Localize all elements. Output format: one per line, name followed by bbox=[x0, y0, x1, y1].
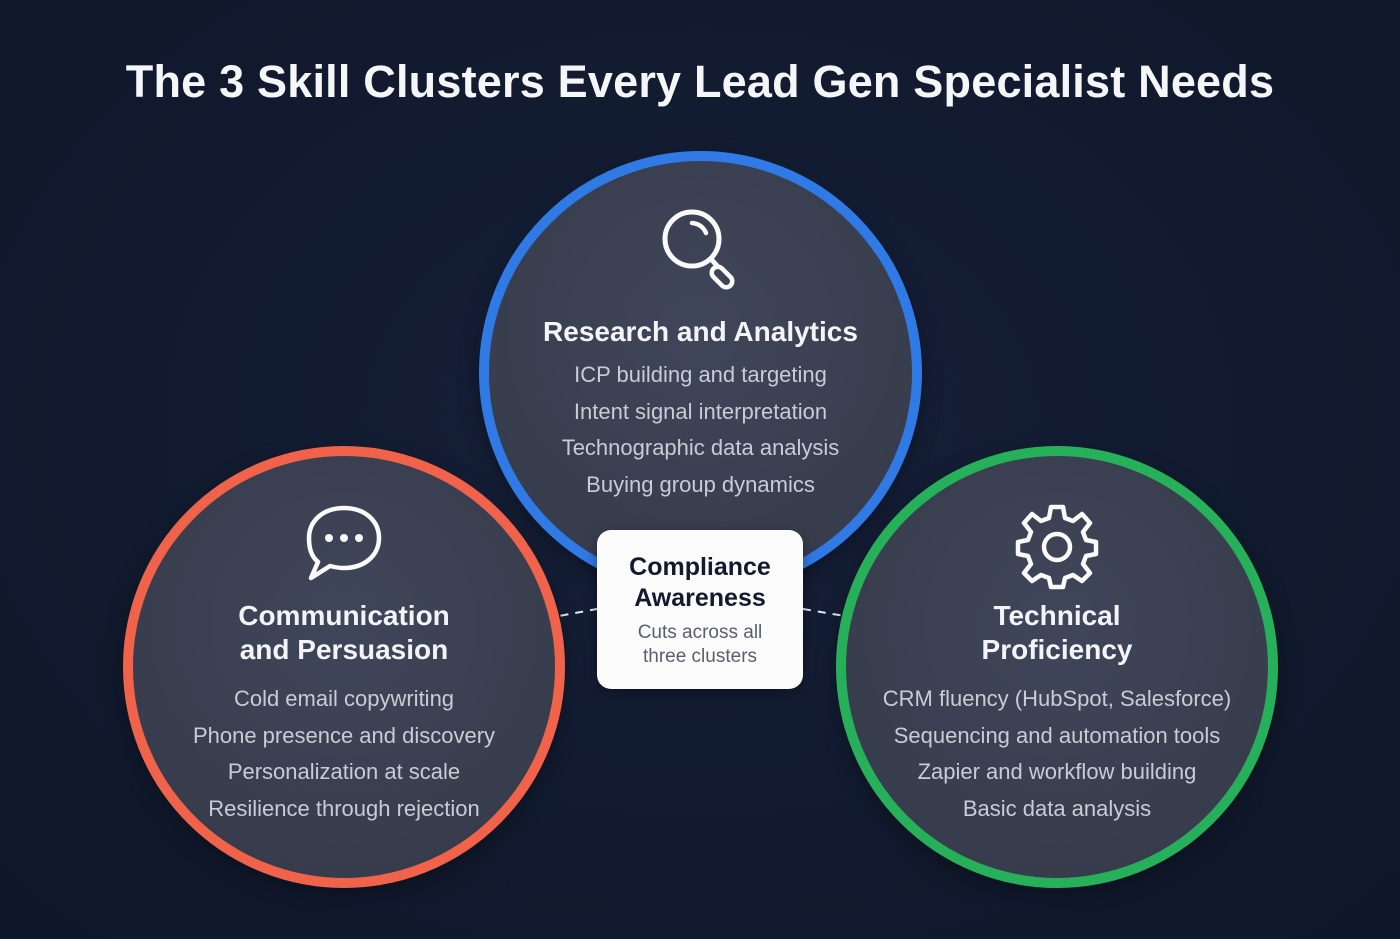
skill-item: Sequencing and automation tools bbox=[893, 722, 1221, 748]
compliance-awareness-card: Compliance Awareness Cuts across all thr… bbox=[597, 530, 803, 689]
skill-list: CRM fluency (HubSpot, Salesforce) Sequen… bbox=[846, 681, 1268, 827]
skill-item: ICP building and targeting bbox=[574, 362, 827, 387]
card-subtitle: Cuts across all three clusters bbox=[637, 622, 763, 667]
skill-list: Cold email copywriting Phone presence an… bbox=[133, 681, 555, 827]
skill-item: Zapier and workflow building bbox=[917, 759, 1197, 784]
magnifying-glass-icon bbox=[656, 205, 746, 295]
skill-item: Phone presence and discovery bbox=[192, 722, 496, 748]
skill-item: Technographic data analysis bbox=[561, 435, 840, 460]
skill-item: Basic data analysis bbox=[962, 795, 1152, 821]
cluster-research-analytics: Research and Analytics ICP building and … bbox=[479, 151, 922, 594]
skill-item: Resilience through rejection bbox=[208, 795, 480, 821]
speech-bubble-icon bbox=[299, 502, 389, 586]
gear-icon bbox=[1012, 502, 1102, 592]
cluster-technical-proficiency: Technical Proficiency CRM fluency (HubSp… bbox=[836, 446, 1278, 888]
cluster-communication-persuasion: Communication and Persuasion Cold email … bbox=[123, 446, 565, 888]
skill-item: Personalization at scale bbox=[227, 759, 461, 784]
skill-item: Cold email copywriting bbox=[233, 686, 455, 711]
skill-item: Intent signal interpretation bbox=[573, 398, 828, 424]
skill-item: Buying group dynamics bbox=[586, 471, 815, 497]
page-title: The 3 Skill Clusters Every Lead Gen Spec… bbox=[125, 56, 1275, 107]
skill-list: ICP building and targeting Intent signal… bbox=[489, 357, 912, 503]
cluster-title: Research and Analytics bbox=[543, 316, 858, 347]
card-title: Compliance Awareness bbox=[629, 553, 771, 612]
skill-item: CRM fluency (HubSpot, Salesforce) bbox=[882, 686, 1232, 711]
cluster-title: Communication and Persuasion bbox=[238, 600, 450, 665]
cluster-title: Technical Proficiency bbox=[981, 600, 1133, 665]
